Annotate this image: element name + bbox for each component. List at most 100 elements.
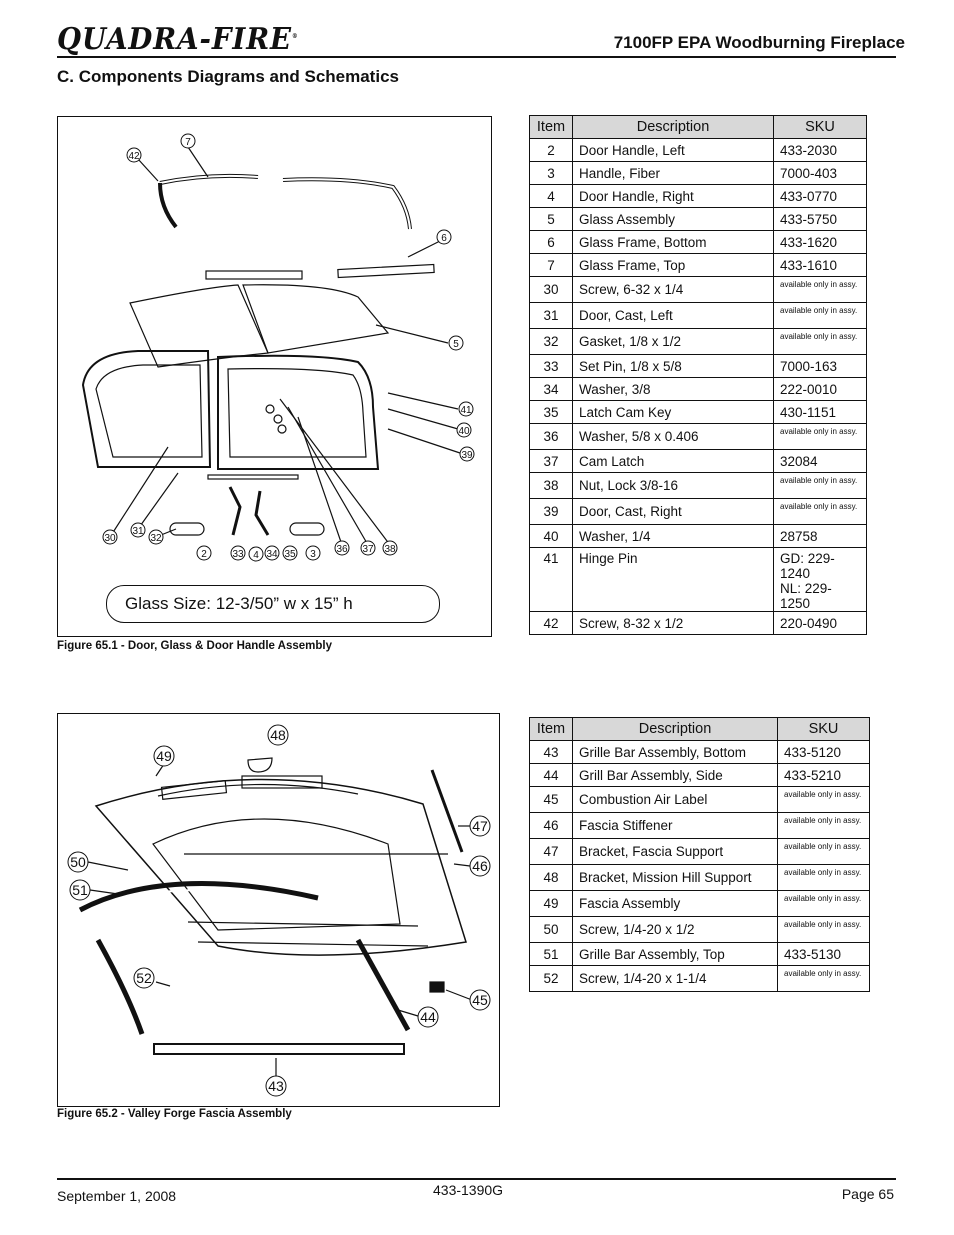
cell-item: 39 [529, 498, 573, 525]
cell-sku: available only in assy. [773, 498, 867, 525]
footer-rule [57, 1178, 896, 1180]
cell-sku: 433-2030 [773, 138, 867, 162]
cell-description: Gasket, 1/8 x 1/2 [572, 328, 774, 355]
callout-6: 6 [441, 233, 447, 244]
cell-item: 5 [529, 207, 573, 231]
callout-36: 36 [336, 544, 348, 555]
figure-caption-65-2: Figure 65.2 - Valley Forge Fascia Assemb… [57, 1108, 292, 1120]
door-assembly-drawing: 7 42 6 5 41 40 39 30 31 32 2 33 4 34 35 … [81, 133, 475, 562]
cell-description: Glass Frame, Bottom [572, 230, 774, 254]
cell-item: 36 [529, 423, 573, 450]
cell-item: 47 [529, 838, 573, 865]
cell-description: Door Handle, Right [572, 184, 774, 208]
cell-item: 35 [529, 400, 573, 424]
cell-sku: 28758 [773, 524, 867, 548]
cell-description: Set Pin, 1/8 x 5/8 [572, 354, 774, 378]
callout-47: 47 [472, 818, 488, 834]
callout-4: 4 [253, 550, 259, 561]
cell-item: 50 [529, 916, 573, 943]
fascia-assembly-drawing: 48 49 47 50 46 51 52 45 44 43 [67, 724, 491, 1097]
cell-item: 46 [529, 812, 573, 839]
cell-description: Washer, 5/8 x 0.406 [572, 423, 774, 450]
cell-description: Latch Cam Key [572, 400, 774, 424]
cell-item: 33 [529, 354, 573, 378]
callout-31: 31 [132, 526, 144, 537]
cell-sku: available only in assy. [777, 812, 870, 839]
callout-50: 50 [70, 854, 86, 870]
cell-item: 4 [529, 184, 573, 208]
cell-description: Hinge Pin [572, 547, 774, 612]
cell-item: 3 [529, 161, 573, 185]
cell-item: 41 [529, 547, 573, 612]
cell-sku: 433-5120 [777, 740, 870, 764]
cell-item: 34 [529, 377, 573, 401]
callout-3: 3 [310, 549, 316, 560]
table-header-row: Item Description SKU [529, 115, 867, 139]
cell-description: Door, Cast, Right [572, 498, 774, 525]
cell-item: 42 [529, 611, 573, 635]
cell-sku: GD: 229-1240 NL: 229-1250 [773, 547, 867, 612]
cell-item: 49 [529, 890, 573, 917]
cell-description: Bracket, Fascia Support [572, 838, 778, 865]
callout-52: 52 [136, 970, 152, 986]
cell-description: Grille Bar Assembly, Top [572, 942, 778, 966]
callout-51: 51 [72, 882, 88, 898]
callout-48: 48 [270, 727, 286, 743]
cell-sku: 222-0010 [773, 377, 867, 401]
cell-description: Screw, 6-32 x 1/4 [572, 276, 774, 303]
cell-item: 52 [529, 965, 573, 992]
cell-description: Glass Assembly [572, 207, 774, 231]
cell-sku: available only in assy. [777, 864, 870, 891]
cell-description: Bracket, Mission Hill Support [572, 864, 778, 891]
cell-item: 37 [529, 449, 573, 473]
cell-description: Nut, Lock 3/8-16 [572, 472, 774, 499]
cell-sku: available only in assy. [773, 276, 867, 303]
footer-date: September 1, 2008 [57, 1188, 177, 1204]
cell-description: Screw, 1/4-20 x 1/2 [572, 916, 778, 943]
cell-description: Washer, 1/4 [572, 524, 774, 548]
callout-41: 41 [460, 405, 472, 416]
callout-7: 7 [185, 137, 191, 148]
callout-43: 43 [268, 1078, 284, 1094]
cell-item: 7 [529, 253, 573, 277]
cell-description: Combustion Air Label [572, 786, 778, 813]
cell-sku: 433-1610 [773, 253, 867, 277]
col-header-item: Item [529, 717, 573, 741]
cell-description: Grill Bar Assembly, Side [572, 763, 778, 787]
cell-sku: 433-0770 [773, 184, 867, 208]
cell-sku: 433-5210 [777, 763, 870, 787]
cell-sku: 430-1151 [773, 400, 867, 424]
figure-fascia-assembly: 48 49 47 50 46 51 52 45 44 43 [57, 713, 500, 1107]
document-title: 7100FP EPA Woodburning Fireplace [613, 33, 905, 52]
cell-description: Washer, 3/8 [572, 377, 774, 401]
callout-39: 39 [461, 450, 473, 461]
cell-item: 2 [529, 138, 573, 162]
cell-sku: 7000-163 [773, 354, 867, 378]
cell-item: 31 [529, 302, 573, 329]
callout-33: 33 [232, 549, 244, 560]
cell-item: 45 [529, 786, 573, 813]
figure-caption-65-1: Figure 65.1 - Door, Glass & Door Handle … [57, 640, 333, 652]
cell-sku: available only in assy. [773, 423, 867, 450]
callout-34: 34 [266, 549, 278, 560]
cell-sku: available only in assy. [773, 472, 867, 499]
cell-item: 30 [529, 276, 573, 303]
